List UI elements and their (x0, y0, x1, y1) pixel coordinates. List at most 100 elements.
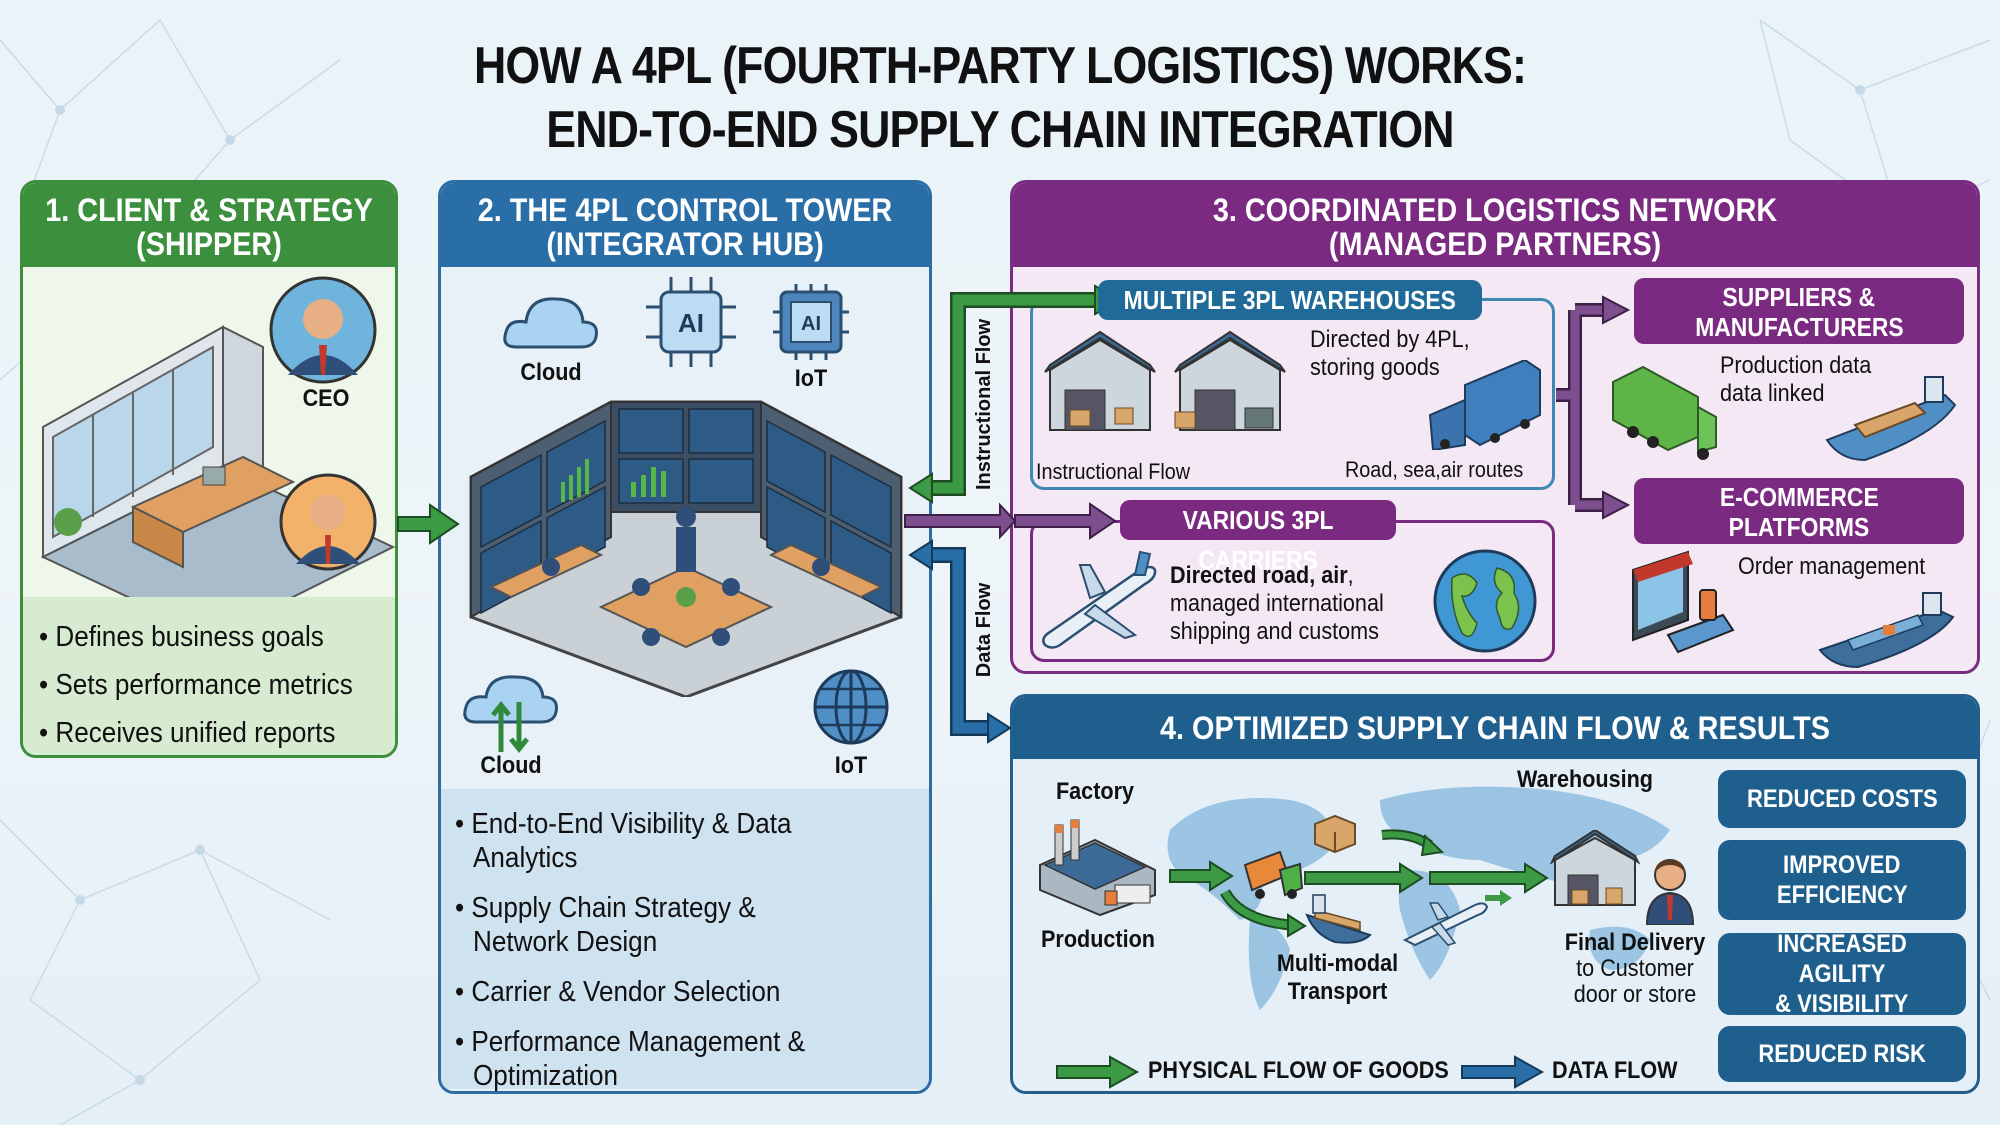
green-truck-icon (1612, 365, 1717, 460)
multimodal-line-1: Multi-modal (1276, 950, 1399, 977)
suppliers-tag-line: SUPPLIERS & (1722, 282, 1876, 312)
result-label: & VISIBILITY (1775, 990, 1909, 1018)
page-title: HOW A 4PL (FOURTH-PARTY LOGISTICS) WORKS… (140, 34, 1860, 162)
truck-icon (1428, 360, 1541, 450)
earth-globe-icon (1433, 549, 1537, 653)
bullet-item: End-to-End Visibility & Data Analytics (455, 807, 833, 875)
result-increased-agility: INCREASED AGILITY& VISIBILITY (1718, 930, 1966, 1018)
suppliers-tag: SUPPLIERS & MANUFACTURERS (1634, 278, 1964, 344)
result-label: REDUCED RISK (1758, 1040, 1926, 1068)
cloud-icon (503, 297, 598, 349)
globe-icon (813, 669, 889, 745)
multimodal-line-2: Transport (1287, 978, 1388, 1005)
iot-chip-text: AI (801, 313, 821, 335)
final-delivery-line-3: door or store (1573, 981, 1697, 1008)
ai-chip-icon: AI (646, 277, 736, 367)
carriers-desc-comma: , (1347, 562, 1354, 589)
legend-data-label: DATA FLOW (1552, 1057, 1678, 1084)
panel-3-header: 3. COORDINATED LOGISTICS NETWORK (MANAGE… (1013, 183, 1977, 267)
title-line-2: END-TO-END SUPPLY CHAIN INTEGRATION (546, 101, 1454, 159)
ceo-label: CEO (302, 385, 350, 412)
legend-physical-label: PHYSICAL FLOW OF GOODS (1148, 1057, 1449, 1084)
final-delivery-line-1: Final Delivery (1564, 929, 1706, 956)
panel-2-header: 2. THE 4PL CONTROL TOWER (INTEGRATOR HUB… (441, 183, 929, 267)
ecommerce-tag-line: PLATFORMS (1728, 512, 1870, 542)
suppliers-desc-line: Production data (1720, 352, 1872, 379)
ecommerce-desc: Order management (1738, 553, 1926, 580)
manager-avatar-icon (279, 473, 377, 571)
carriers-tag: VARIOUS 3PL CARRIERS (1120, 500, 1396, 575)
carriers-tag-label: VARIOUS 3PL CARRIERS (1182, 505, 1334, 575)
panel-2-heading: 2. THE 4PL CONTROL TOWER (477, 192, 893, 228)
suppliers-desc-line: data linked (1720, 380, 1825, 407)
bullet-item: Performance Management & Optimization (455, 1025, 833, 1091)
iot-bottom-label: IoT (834, 752, 868, 779)
warehousing-label: Warehousing (1516, 766, 1654, 793)
ecommerce-tag-line: E-COMMERCE (1719, 482, 1879, 512)
warehouses-desc-line: storing goods (1310, 354, 1440, 381)
warehouses-tag: MULTIPLE 3PL WAREHOUSES (1098, 280, 1482, 320)
control-tower-illustration: Cloud AI AI IoT (441, 267, 929, 789)
airplane-icon (1042, 550, 1157, 649)
warehouse-final-icon (1550, 830, 1640, 906)
warehouses-tag-label: MULTIPLE 3PL WAREHOUSES (1123, 285, 1457, 315)
cloud-bottom-label: Cloud (480, 752, 542, 779)
panel-client-strategy: 1. CLIENT & STRATEGY (SHIPPER) CEO (20, 180, 398, 758)
orange-truck-icon (1243, 850, 1304, 899)
cloud-sync-icon (463, 675, 558, 754)
factory-icon (1039, 819, 1156, 917)
panel-1-bullets: Defines business goals Sets performance … (23, 597, 395, 755)
panel-1-subheading: (SHIPPER) (136, 226, 282, 262)
warehouses-caption-right: Road, sea,air routes (1345, 457, 1524, 482)
instructional-flow-label: Instructional Flow (973, 318, 995, 490)
carriers-desc-bold: Directed road, air (1170, 562, 1348, 589)
panel-2-subheading: (INTEGRATOR HUB) (546, 226, 824, 262)
warehouse-icon (1044, 330, 1156, 431)
suppliers-tag-line: MANUFACTURERS (1694, 312, 1904, 342)
carriers-desc-bold-line: Directed road, air, (1170, 562, 1354, 590)
carriers-desc-line: managed international (1170, 590, 1384, 617)
result-label: REDUCED COSTS (1746, 785, 1938, 813)
factory-label: Factory (1055, 778, 1135, 805)
panel-control-tower: 2. THE 4PL CONTROL TOWER (INTEGRATOR HUB… (438, 180, 932, 1094)
panel-3-heading: 3. COORDINATED LOGISTICS NETWORK (1212, 192, 1778, 228)
result-label: IMPROVED (1783, 851, 1901, 879)
bullet-item: Defines business goals (39, 613, 345, 661)
result-label: EFFICIENCY (1776, 881, 1908, 909)
ecommerce-tag: E-COMMERCE PLATFORMS (1634, 478, 1964, 544)
container-ship-icon (1818, 592, 1955, 669)
legend-green-arrow-icon (1056, 1055, 1140, 1089)
final-delivery-label: Final Delivery to Customer door or store (1563, 930, 1707, 1008)
bullet-item: Receives unified reports (39, 709, 345, 755)
panel-1-header: 1. CLIENT & STRATEGY (SHIPPER) (23, 183, 395, 267)
warehouse-icon (1174, 330, 1286, 431)
plane-icon (1402, 902, 1489, 947)
final-delivery-line-2: to Customer (1576, 955, 1694, 982)
customer-icon (1645, 859, 1695, 925)
cloud-label: Cloud (520, 359, 582, 386)
panel-4-heading: 4. OPTIMIZED SUPPLY CHAIN FLOW & RESULTS (1160, 710, 1830, 746)
instructional-flow-label-box: Instructional Flow (972, 318, 996, 490)
result-reduced-costs: REDUCED COSTS (1718, 770, 1966, 828)
panel-4-header: 4. OPTIMIZED SUPPLY CHAIN FLOW & RESULTS (1013, 697, 1977, 759)
panel-3-subheading: (MANAGED PARTNERS) (1328, 226, 1662, 262)
result-label: INCREASED AGILITY (1777, 930, 1907, 988)
carriers-desc-line: shipping and customs (1170, 618, 1379, 645)
production-label: Production (1041, 926, 1155, 953)
online-store-icon (1632, 550, 1735, 654)
bullet-item: Carrier & Vendor Selection (455, 975, 833, 1009)
panel-2-bullets: End-to-End Visibility & Data Analytics S… (441, 789, 929, 1091)
ship-icon (1305, 894, 1372, 944)
boxes-icon (1314, 814, 1356, 854)
control-room-icon (469, 400, 903, 697)
ceo-avatar-icon (269, 276, 377, 384)
bullet-item: Sets performance metrics (39, 661, 352, 709)
bullet-item: Supply Chain Strategy & Network Design (455, 891, 833, 959)
warehouses-desc-line: Directed by 4PL, (1310, 326, 1470, 353)
result-reduced-risk: REDUCED RISK (1718, 1026, 1966, 1082)
legend-blue-arrow-icon (1461, 1055, 1545, 1089)
ai-chip-text: AI (678, 308, 704, 338)
iot-label: IoT (794, 365, 828, 392)
warehouses-caption-left: Instructional Flow (1036, 459, 1191, 484)
